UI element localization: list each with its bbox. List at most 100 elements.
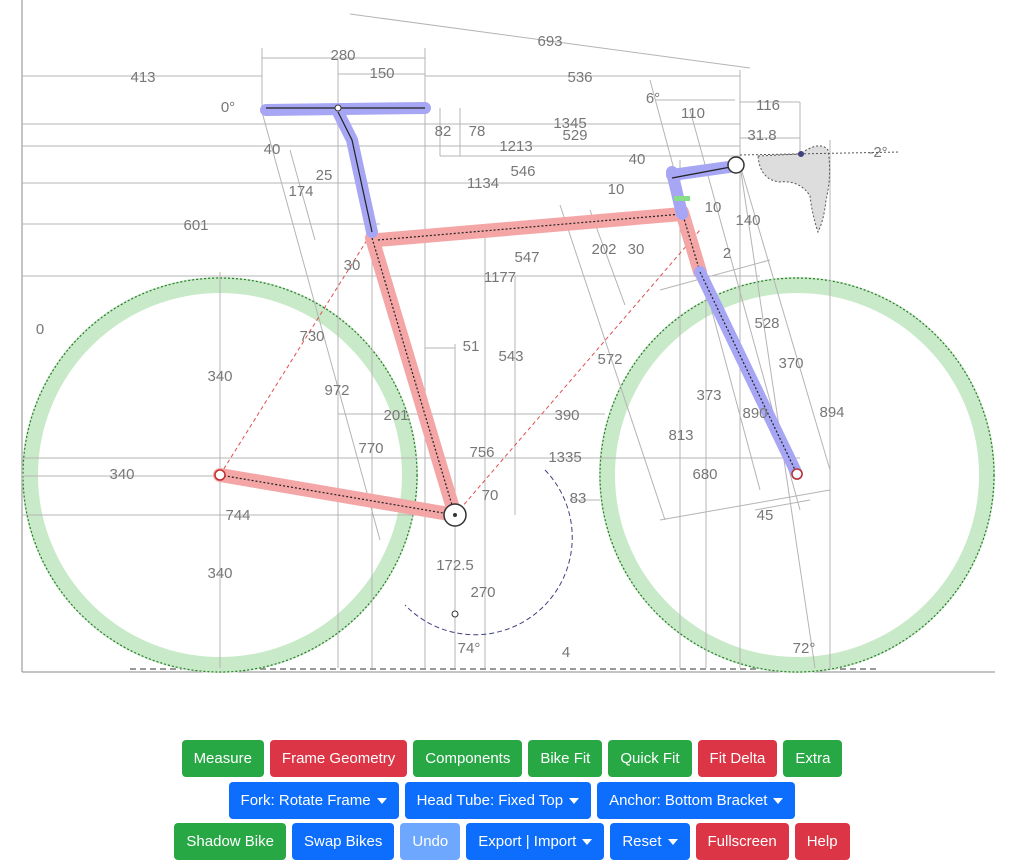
reset-dropdown[interactable]: Reset bbox=[610, 823, 690, 860]
headset-spacer bbox=[674, 196, 690, 201]
dim-label: 390 bbox=[554, 407, 579, 424]
measure-button[interactable]: Measure bbox=[181, 740, 264, 777]
saddle-point[interactable] bbox=[334, 104, 342, 112]
dim-label: 25 bbox=[316, 167, 333, 184]
stem-extension-line bbox=[739, 151, 901, 156]
dim-label: 10 bbox=[705, 199, 722, 216]
dim-label: 40 bbox=[264, 141, 281, 158]
dim-label: 693 bbox=[537, 33, 562, 50]
components-button[interactable]: Components bbox=[413, 740, 523, 777]
export-import-label: Export | Import bbox=[478, 833, 577, 850]
dim-label: 546 bbox=[510, 163, 535, 180]
anchor-dropdown[interactable]: Anchor: Bottom Bracket bbox=[597, 782, 796, 819]
dim-label: 202 bbox=[591, 241, 616, 258]
dim-label: 83 bbox=[570, 490, 587, 507]
dim-label: 78 bbox=[469, 123, 486, 140]
dim-label: 82 bbox=[435, 123, 452, 140]
dim-label: 270 bbox=[470, 584, 495, 601]
frame-geometry-button[interactable]: Frame Geometry bbox=[269, 740, 408, 777]
dim-label: 528 bbox=[754, 315, 779, 332]
frame-centerlines bbox=[219, 211, 701, 516]
crank-arc bbox=[404, 469, 573, 636]
anchor-dropdown-label: Anchor: Bottom Bracket bbox=[609, 792, 768, 809]
stack-reach-diagonal bbox=[219, 231, 373, 476]
dim-label: 572 bbox=[597, 351, 622, 368]
caret-down-icon bbox=[582, 838, 593, 845]
rear-axle[interactable] bbox=[214, 469, 226, 481]
dim-label: 890 bbox=[742, 405, 767, 422]
dim-label: 340 bbox=[207, 368, 232, 385]
toolbar-row-options: Fork: Rotate Frame Head Tube: Fixed Top … bbox=[0, 782, 1024, 819]
component-centerlines bbox=[266, 107, 798, 475]
dim-label: 1335 bbox=[548, 449, 581, 466]
dim-label: 1177 bbox=[484, 269, 516, 286]
dim-label: 1213 bbox=[499, 138, 532, 155]
dim-label: 2 bbox=[723, 245, 731, 262]
dim-label: 110 bbox=[681, 105, 705, 122]
dim-label: 74° bbox=[458, 640, 481, 657]
extra-button[interactable]: Extra bbox=[783, 740, 843, 777]
dim-label: 31.8 bbox=[747, 127, 776, 144]
dim-label: 51 bbox=[463, 338, 480, 355]
swap-bikes-button[interactable]: Swap Bikes bbox=[291, 823, 395, 860]
dim-label: 172.5 bbox=[436, 557, 474, 574]
dim-label: 150 bbox=[369, 65, 394, 82]
dim-label: 1134 bbox=[467, 175, 499, 192]
dim-label: 116 bbox=[756, 97, 780, 114]
dim-label: 547 bbox=[514, 249, 539, 266]
pedal-point[interactable] bbox=[451, 610, 459, 618]
hood-point[interactable] bbox=[798, 151, 804, 157]
dim-label: 140 bbox=[735, 212, 760, 229]
dim-label: 4 bbox=[562, 644, 570, 661]
shadow-bike-button[interactable]: Shadow Bike bbox=[174, 823, 286, 860]
bike-geometry-canvas[interactable]: 693 280 150 536 413 6° 110 116 0° 82 78 … bbox=[0, 0, 1024, 700]
dim-label: 744 bbox=[225, 507, 250, 524]
toolbar-row-modes: Measure Frame Geometry Components Bike F… bbox=[0, 740, 1024, 777]
caret-down-icon bbox=[773, 797, 784, 804]
dim-label: 370 bbox=[778, 355, 803, 372]
undo-button[interactable]: Undo bbox=[400, 823, 461, 860]
dim-label: 972 bbox=[324, 382, 349, 399]
dim-label: 0 bbox=[36, 321, 44, 338]
fork-dropdown-label: Fork: Rotate Frame bbox=[240, 792, 371, 809]
dim-label: 770 bbox=[358, 440, 383, 457]
help-button[interactable]: Help bbox=[794, 823, 850, 860]
bike-fit-button[interactable]: Bike Fit bbox=[528, 740, 603, 777]
dim-label: 756 bbox=[469, 444, 494, 461]
dim-label: 30 bbox=[628, 241, 645, 258]
caret-down-icon bbox=[376, 797, 387, 804]
dim-label: 894 bbox=[819, 404, 844, 421]
drop-handlebar[interactable] bbox=[757, 145, 831, 234]
caret-down-icon bbox=[667, 838, 678, 845]
dim-label: 10 bbox=[608, 181, 625, 198]
dim-label: 72° bbox=[793, 640, 816, 657]
dim-label: 1345 bbox=[553, 115, 586, 132]
dim-label: 813 bbox=[668, 427, 693, 444]
head-tube-dropdown[interactable]: Head Tube: Fixed Top bbox=[404, 782, 592, 819]
front-wheel[interactable] bbox=[599, 277, 995, 673]
dim-label: 529 bbox=[562, 127, 587, 144]
export-import-dropdown[interactable]: Export | Import bbox=[466, 823, 605, 860]
dim-label: 201 bbox=[383, 407, 408, 424]
dim-label: 30 bbox=[344, 257, 361, 274]
dim-label: 413 bbox=[130, 69, 155, 86]
dim-label: 601 bbox=[183, 217, 208, 234]
fullscreen-button[interactable]: Fullscreen bbox=[695, 823, 789, 860]
dim-label: 373 bbox=[696, 387, 721, 404]
dim-label: 45 bbox=[757, 507, 774, 524]
dimension-labels: 693 280 150 536 413 6° 110 116 0° 82 78 … bbox=[36, 33, 888, 661]
handlebar-clamp-point[interactable] bbox=[727, 156, 745, 174]
dim-label: 730 bbox=[299, 328, 324, 345]
dim-label: 340 bbox=[207, 565, 232, 582]
head-tube-dropdown-label: Head Tube: Fixed Top bbox=[416, 792, 564, 809]
dim-label: 280 bbox=[330, 47, 355, 64]
dim-label: -2° bbox=[868, 144, 887, 161]
fit-delta-button[interactable]: Fit Delta bbox=[697, 740, 778, 777]
dim-label: 40 bbox=[629, 151, 646, 168]
quick-fit-button[interactable]: Quick Fit bbox=[608, 740, 692, 777]
dim-label: 6° bbox=[646, 90, 660, 107]
front-axle[interactable] bbox=[791, 468, 803, 480]
fork-dropdown[interactable]: Fork: Rotate Frame bbox=[228, 782, 399, 819]
dim-label: 340 bbox=[109, 466, 134, 483]
dim-label: 680 bbox=[692, 466, 717, 483]
